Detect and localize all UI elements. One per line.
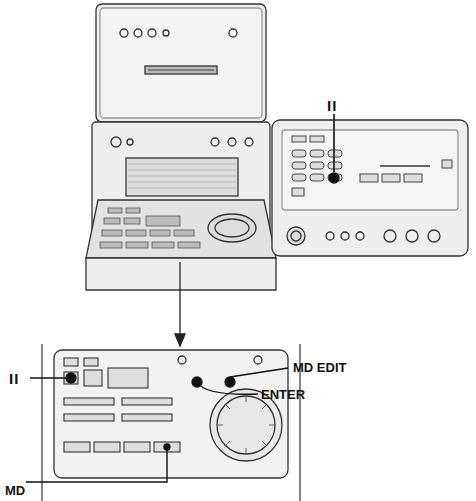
button-label: MD (5, 484, 25, 497)
pause-symbol: II (9, 371, 19, 386)
pause-symbol: II (327, 98, 337, 113)
button-label: MD EDIT (293, 361, 346, 374)
button-label: ENTER (261, 388, 305, 401)
